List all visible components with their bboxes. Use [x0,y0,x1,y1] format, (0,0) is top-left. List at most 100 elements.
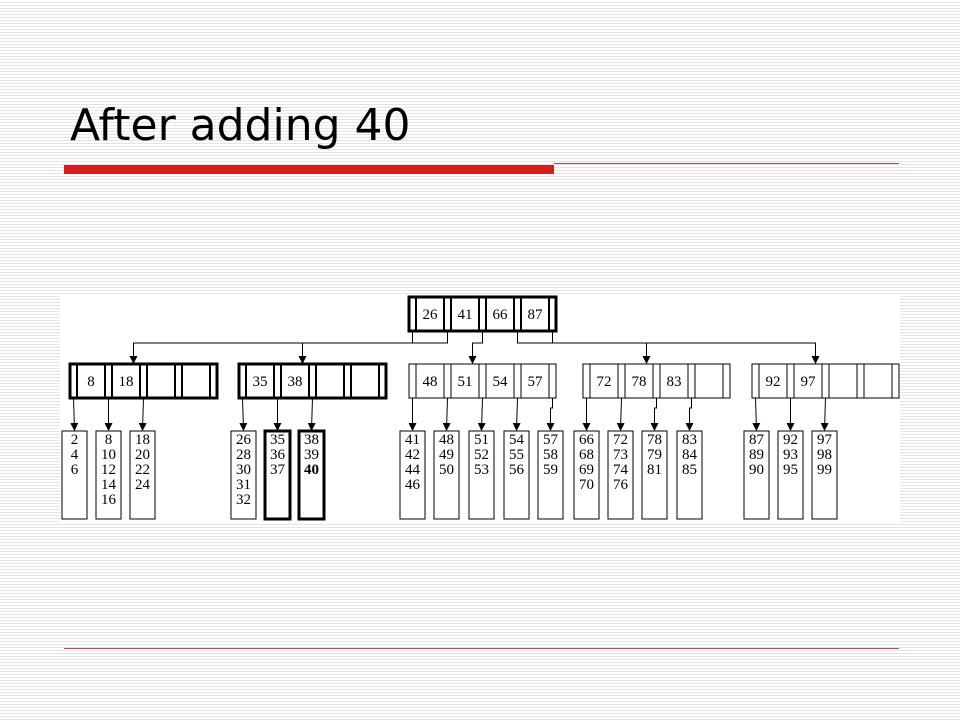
leaf-value: 68 [579,447,594,463]
leaf-pointer-arrow [820,397,829,431]
leaf-value: 93 [783,447,798,463]
leaf-node [537,430,564,520]
leaf-node [641,430,668,520]
leaf-value: 36 [270,447,286,463]
leaf-node [777,430,804,520]
leaf-value: 59 [543,462,558,478]
internal-node-key: 35 [253,374,268,390]
internal-node [237,362,388,400]
leaf-pointer-arrow [70,397,79,431]
leaf-value: 73 [613,447,628,463]
leaf-value: 32 [236,492,251,508]
leaf-value: 87 [749,432,765,448]
internal-node-key: 8 [87,374,95,390]
leaf-value: 57 [543,432,559,448]
root-node-key: 87 [528,307,544,323]
leaf-value: 78 [647,432,662,448]
leaf-value: 35 [270,432,285,448]
leaf-value: 79 [647,447,662,463]
root-pointer-arrow [468,331,483,364]
leaf-value: 10 [101,447,116,463]
leaf-node [399,430,426,520]
leaf-value: 81 [647,462,662,478]
leaf-value: 41 [405,432,420,448]
leaf-pointer-arrow [307,397,316,431]
leaf-value: 44 [405,462,421,478]
root-node-frame [407,295,558,333]
title-accent-bar [64,165,554,174]
leaf-value: 2 [71,432,79,448]
leaf-value: 55 [509,447,524,463]
leaf-value: 58 [543,447,558,463]
leaf-value: 76 [613,477,629,493]
leaf-value: 12 [101,462,116,478]
internal-node-key: 72 [597,374,612,390]
leaf-pointer-arrow [616,397,625,431]
internal-node-key: 54 [493,374,509,390]
leaf-pointer-arrow [650,398,659,431]
internal-node-key: 97 [801,374,817,390]
title-rule [554,163,899,164]
leaf-value: 89 [749,447,764,463]
leaf-pointer-arrow [442,397,451,431]
leaf-value: 20 [135,447,150,463]
leaf-value: 95 [783,462,798,478]
leaf-value: 38 [304,432,319,448]
leaf-value: 69 [579,462,594,478]
leaf-value: 99 [817,462,832,478]
leaf-value: 26 [236,432,252,448]
leaf-value: 56 [509,462,525,478]
internal-node-frame [751,363,900,399]
leaf-value: 54 [509,432,525,448]
leaf-value: 18 [135,432,150,448]
leaf-value: 84 [682,447,698,463]
leaf-node [61,430,88,520]
leaf-value: 16 [101,492,117,508]
internal-node [408,363,557,399]
leaf-value: 8 [105,432,113,448]
root-node-key: 41 [458,307,473,323]
leaf-value: 66 [579,432,595,448]
leaf-value: 49 [439,447,454,463]
leaf-value: 42 [405,447,420,463]
internal-node-key: 92 [766,374,781,390]
leaf-node [573,430,600,520]
root-pointer-arrow [552,331,820,364]
internal-node-key: 83 [667,374,682,390]
leaf-node [230,430,257,520]
leaf-value: 31 [236,477,251,493]
internal-node-key: 57 [528,374,544,390]
footer-rule [64,648,899,649]
leaf-node [433,430,460,520]
leaf-pointer-arrow [477,397,486,431]
internal-node [751,363,900,399]
leaf-value: 28 [236,447,251,463]
leaf-value: 85 [682,462,697,478]
leaf-pointer-arrow [752,397,761,431]
internal-node-frame [408,363,557,399]
internal-node-key: 38 [288,374,303,390]
root-pointer-arrow [129,331,413,364]
leaf-value: 74 [613,462,629,478]
leaf-node [503,430,530,520]
leaf-node [811,430,838,520]
leaf-node [743,430,770,520]
leaf-node [95,430,122,520]
internal-node [582,363,731,399]
leaf-pointer-arrow [546,398,555,431]
leaf-value: 4 [71,447,79,463]
root-node [407,295,558,333]
leaf-pointer-arrow [138,397,147,431]
leaf-value: 92 [783,432,798,448]
internal-node-key: 51 [458,374,473,390]
leaf-value: 48 [439,432,454,448]
leaf-value: 52 [474,447,489,463]
leaf-value: 37 [270,462,286,478]
leaf-node [297,429,326,521]
leaf-value: 83 [682,432,697,448]
leaf-value: 22 [135,462,150,478]
internal-node-key: 78 [632,374,647,390]
leaf-value: 6 [71,462,79,478]
